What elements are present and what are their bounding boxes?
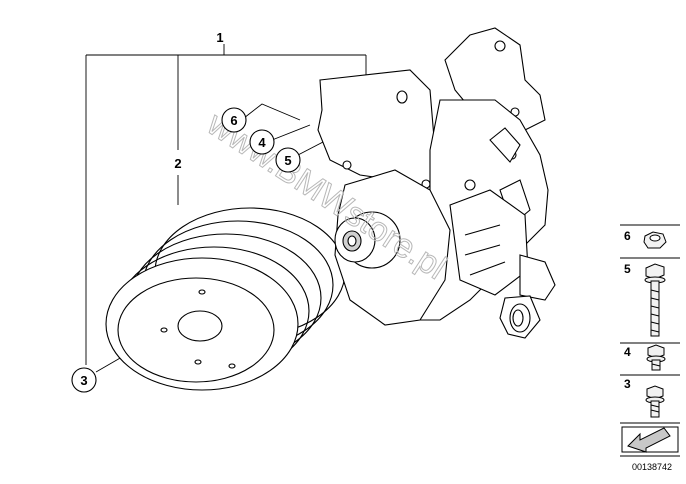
side-parts-panel xyxy=(620,224,680,457)
power-steering-pump xyxy=(317,27,556,339)
side-part-3-label: 3 xyxy=(624,377,631,391)
callout-4-label: 4 xyxy=(258,135,266,150)
callout-3-label: 3 xyxy=(80,373,87,388)
direction-arrow-icon xyxy=(621,426,679,453)
callout-6-label: 6 xyxy=(230,113,237,128)
side-part-6-label: 6 xyxy=(624,229,631,243)
side-part-5-label: 5 xyxy=(624,262,631,276)
callout-5-label: 5 xyxy=(284,153,291,168)
short-bolt-icon xyxy=(645,385,665,418)
side-part-4-label: 4 xyxy=(624,345,631,359)
long-bolt-icon xyxy=(644,263,666,337)
callout-2-label: 2 xyxy=(174,156,181,171)
callout-circles xyxy=(71,107,301,393)
nut-icon xyxy=(643,231,667,249)
callout-1-label: 1 xyxy=(216,30,223,45)
pulley xyxy=(105,207,346,391)
bolt-icon xyxy=(646,344,666,371)
diagram-number: 00138742 xyxy=(632,462,672,472)
